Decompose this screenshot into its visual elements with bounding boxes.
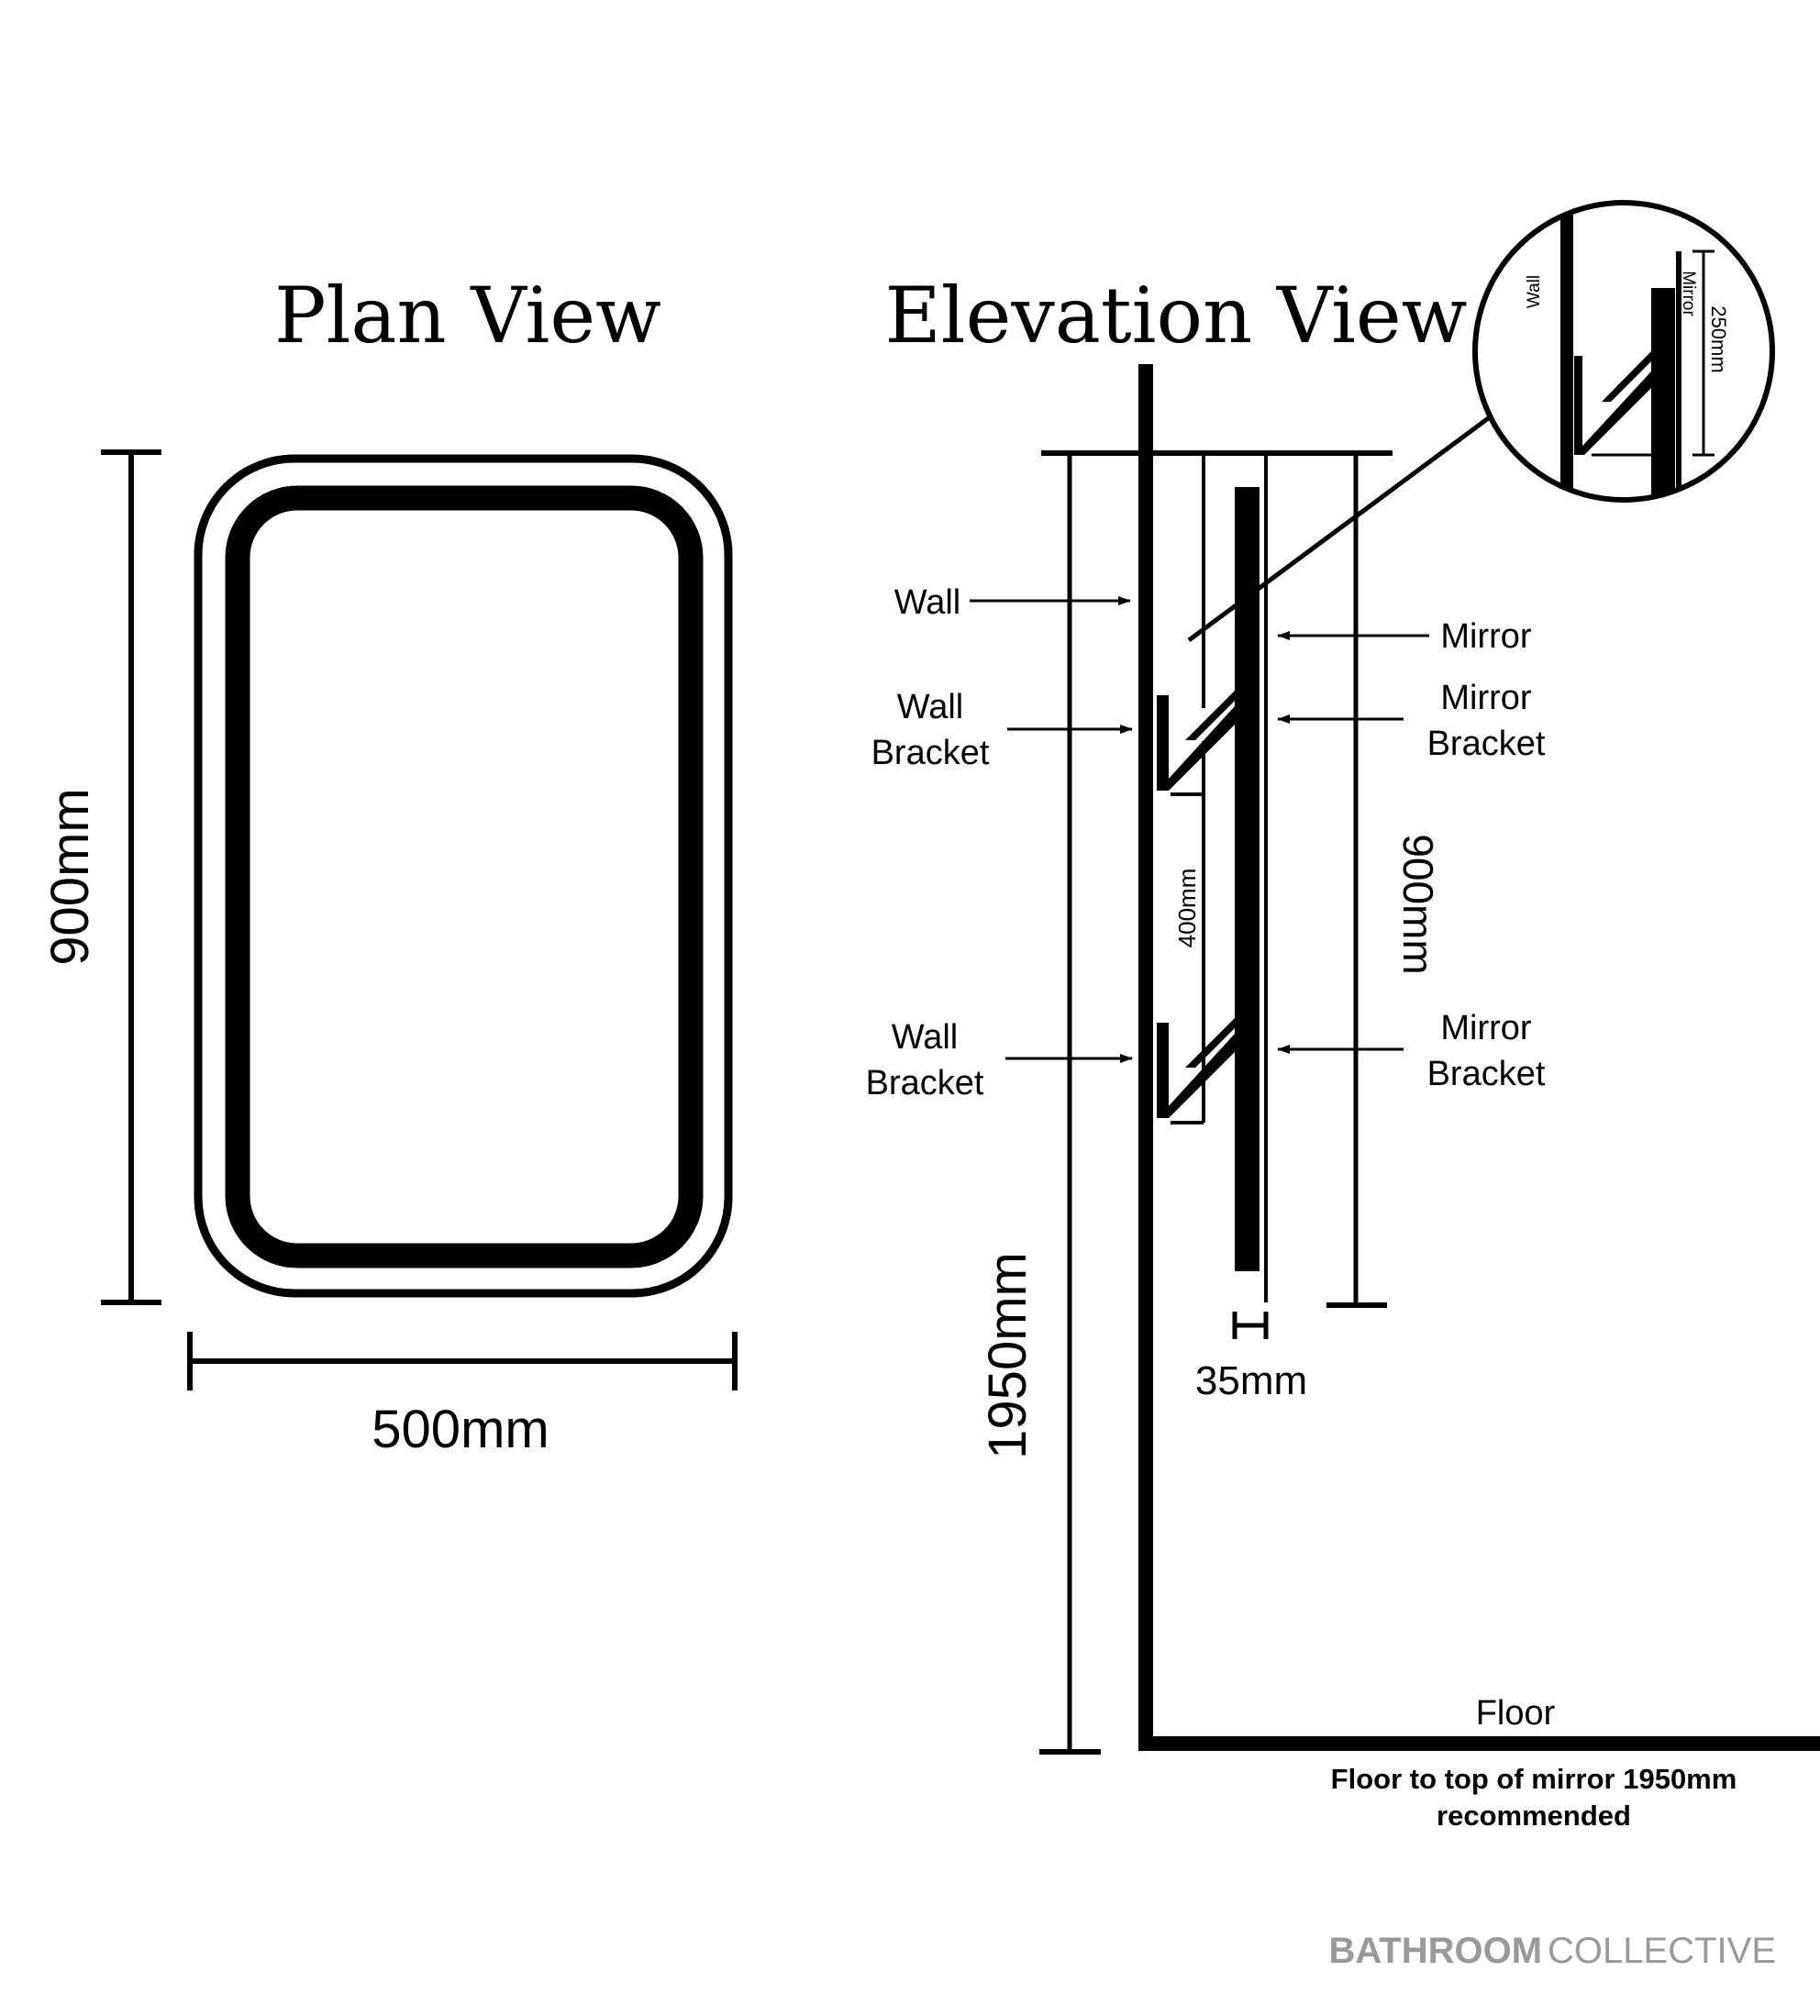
svg-text:Wall: Wall [894,583,960,622]
bottom-mirror-bracket [1185,1018,1235,1068]
svg-text:Mirror: Mirror [1679,271,1698,316]
wall-line [1138,364,1153,1751]
svg-text:250mm: 250mm [1707,305,1730,372]
top-wall-bracket [1157,695,1169,791]
svg-text:Mirror: Mirror [1440,679,1532,717]
bracket-spacing-label: 400mm [1173,869,1201,948]
svg-text:Bracket: Bracket [871,734,990,772]
plan-width-label: 500mm [372,1400,549,1459]
svg-text:Floor to top of mirror 1950mm: Floor to top of mirror 1950mm [1331,1763,1737,1795]
svg-text:Mirror: Mirror [1440,1009,1532,1047]
bracket-spacing-dimension: 400mm [1173,794,1205,1123]
floor-label: Floor [1476,1694,1556,1733]
svg-text:Wall: Wall [897,688,963,726]
floor-to-top-dimension: 1950mm [978,453,1101,1755]
callout-mirror: Mirror [1277,617,1532,656]
mirror-glass [1235,487,1260,1271]
callout-wall-bracket-bottom: Wall Bracket [866,1018,1133,1102]
bottom-wall-bracket [1157,1023,1169,1118]
callout-mirror-bracket-top: Mirror Bracket [1277,679,1546,763]
svg-text:Bracket: Bracket [1427,1055,1546,1093]
mirror-side-profile [1235,453,1268,1302]
plan-height-dimension: 900mm [40,449,161,1305]
top-bracket-assembly [1157,691,1235,796]
top-mirror-bracket [1185,691,1235,740]
svg-text:Wall: Wall [1525,275,1544,308]
detail-mirror [1651,288,1675,500]
detail-leader-line [1187,398,1514,643]
detail-wall-bracket [1574,356,1582,455]
floor-line [1138,1736,1820,1751]
plan-height-label: 900mm [40,788,100,965]
mirror-height-dimension: 900mm [1326,453,1442,1308]
svg-text:Bracket: Bracket [866,1064,984,1102]
mirror-depth-label: 35mm [1195,1358,1307,1403]
bracket-detail-zoom: Wall Mirror 250mm [1472,200,1775,503]
callout-mirror-bracket-bottom: Mirror Bracket [1277,1009,1546,1093]
callout-wall-bracket-top: Wall Bracket [871,688,1133,772]
wall-and-floor [1138,364,1820,1751]
plan-width-dimension: 500mm [187,1332,738,1459]
detail-wall [1560,203,1573,500]
mirror-height-label: 900mm [1394,834,1442,974]
elevation-view-title: Elevation View [884,271,1467,360]
detail-mirror-bracket [1602,351,1651,402]
plan-view-title: Plan View [274,271,661,360]
plan-mirror-drawing [194,454,733,1298]
svg-text:Mirror: Mirror [1440,617,1532,656]
plan-mirror-outer-frame [194,454,733,1298]
svg-text:Wall: Wall [892,1018,958,1057]
mirror-depth-dimension: 35mm [1195,1312,1307,1403]
plan-mirror-led-ring [225,485,704,1268]
svg-text:Bracket: Bracket [1427,725,1546,763]
svg-text:recommended: recommended [1437,1800,1631,1832]
callout-wall: Wall [894,583,1131,622]
floor-to-top-label: 1950mm [978,1252,1038,1459]
recommendation-note: Floor to top of mirror 1950mm recommende… [1331,1763,1737,1832]
bottom-bracket-assembly [1157,1018,1235,1124]
